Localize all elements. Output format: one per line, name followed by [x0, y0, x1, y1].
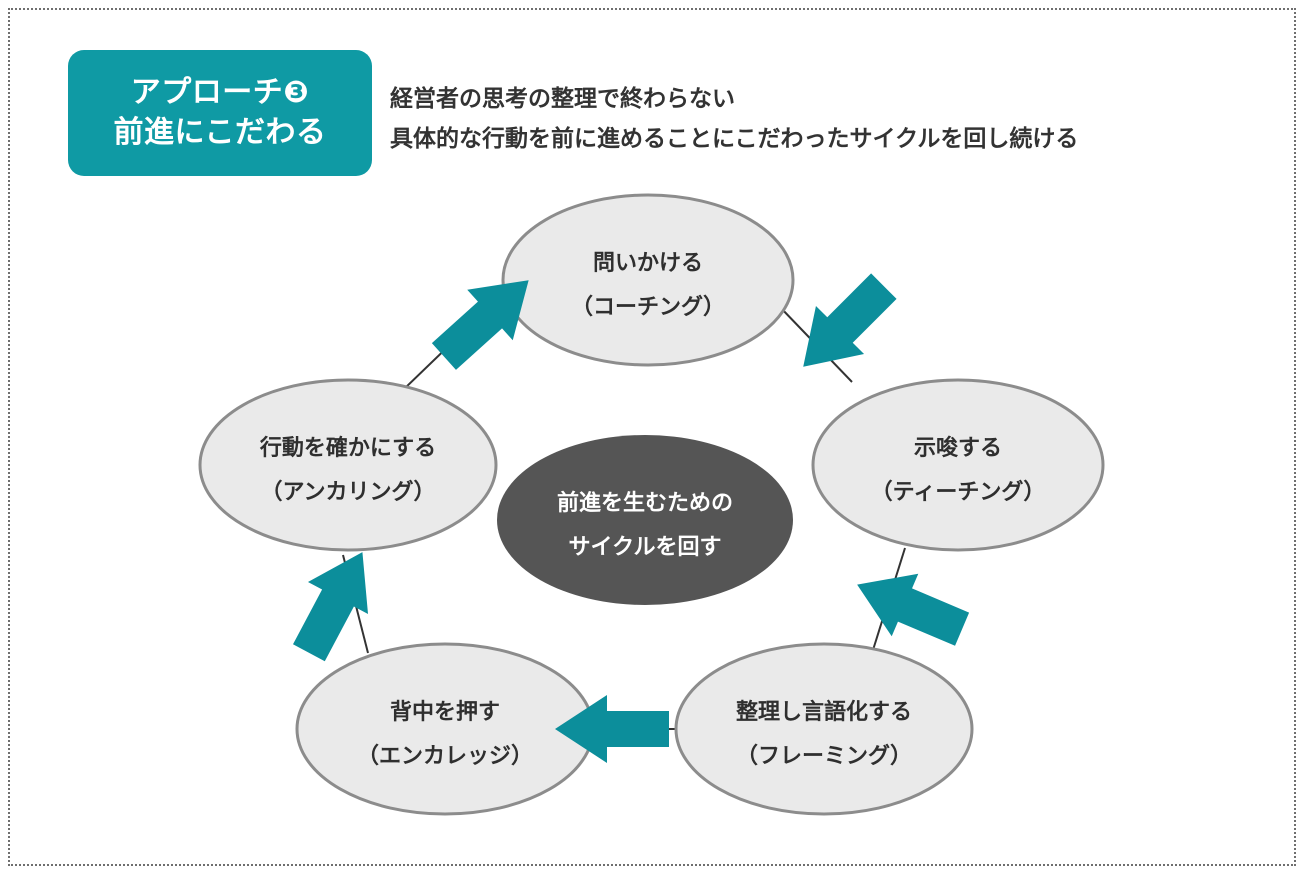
- node-teaching-line2: （ティーチング）: [871, 479, 1046, 504]
- header-description-line2: 具体的な行動を前に進めることにこだわったサイクルを回し続ける: [390, 125, 1079, 152]
- node-teaching[interactable]: 示唆する （ティーチング）: [811, 378, 1105, 552]
- node-anchoring-line2: （アンカリング）: [260, 479, 435, 504]
- center-node: 前進を生むための サイクルを回す: [497, 435, 793, 605]
- center-node-line2: サイクルを回す: [569, 534, 722, 559]
- arrow-coaching-to-teaching: [803, 273, 897, 367]
- header-description-line1: 経営者の思考の整理で終わらない: [390, 85, 735, 111]
- cycle-diagram: 問いかける （コーチング） 示唆する （ティーチング） 整理し言語化する （フレ…: [198, 193, 1105, 816]
- node-coaching-line2: （コーチング）: [571, 294, 725, 319]
- approach-badge: アプローチ❸ 前進にこだわる: [68, 50, 372, 176]
- center-node-shape: [497, 435, 793, 605]
- node-coaching-line1: 問いかける: [593, 250, 703, 275]
- node-teaching-shape: [811, 378, 1105, 552]
- node-encourage[interactable]: 背中を押す （エンカレッジ）: [295, 642, 595, 816]
- node-framing[interactable]: 整理し言語化する （フレーミング）: [674, 642, 974, 816]
- node-framing-line2: （フレーミング）: [736, 743, 912, 768]
- node-anchoring-line1: 行動を確かにする: [259, 435, 436, 460]
- arrow-framing-to-encourage: [555, 695, 669, 763]
- node-framing-shape: [674, 642, 974, 816]
- node-encourage-line1: 背中を押す: [390, 699, 500, 724]
- node-encourage-line2: （エンカレッジ）: [357, 743, 533, 768]
- node-encourage-shape: [295, 642, 595, 816]
- node-anchoring[interactable]: 行動を確かにする （アンカリング）: [198, 378, 498, 552]
- node-teaching-line1: 示唆する: [914, 435, 1002, 460]
- node-framing-line1: 整理し言語化する: [736, 699, 912, 724]
- arrow-anchoring-to-coaching: [431, 280, 529, 370]
- arrow-teaching-to-framing: [857, 573, 970, 646]
- center-node-line1: 前進を生むための: [557, 490, 733, 515]
- approach-badge-line1: アプローチ❸: [130, 75, 310, 109]
- node-coaching-shape: [501, 193, 795, 367]
- node-coaching[interactable]: 問いかける （コーチング）: [501, 193, 795, 367]
- header-description: 経営者の思考の整理で終わらない 具体的な行動を前に進めることにこだわったサイクル…: [390, 78, 1078, 159]
- node-anchoring-shape: [198, 378, 498, 552]
- approach-badge-line2: 前進にこだわる: [113, 116, 327, 149]
- arrow-encourage-to-anchoring: [292, 552, 369, 662]
